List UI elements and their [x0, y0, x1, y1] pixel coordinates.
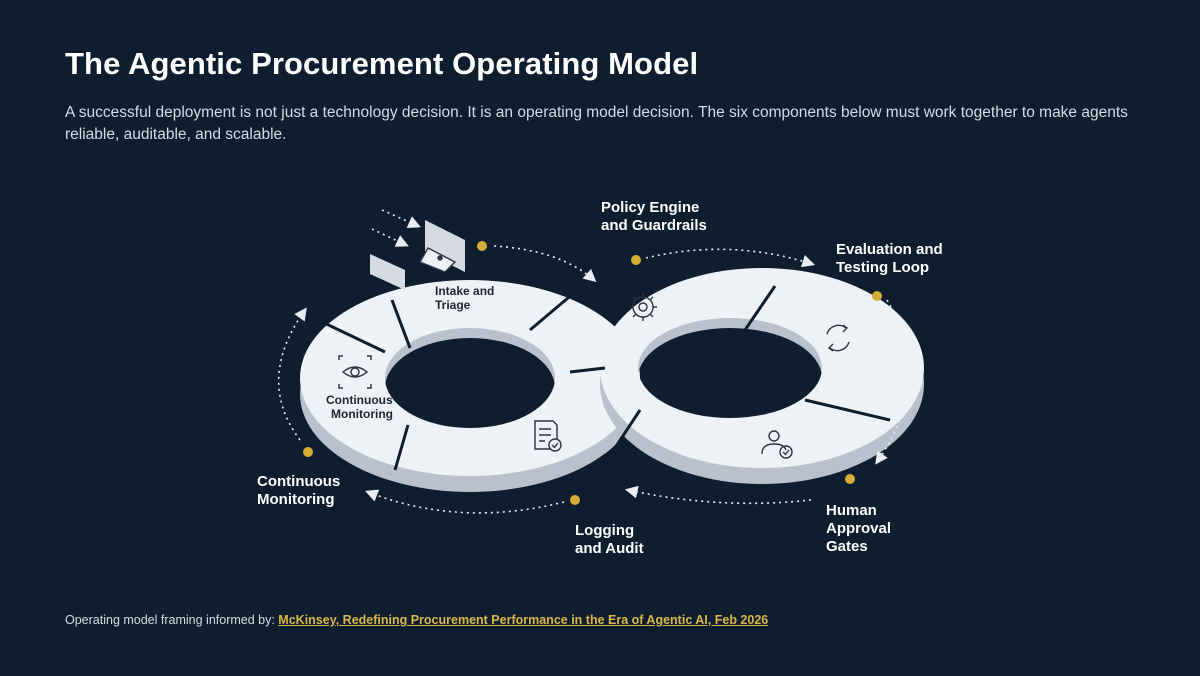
user-check-icon [761, 430, 793, 459]
accent-dot [631, 255, 641, 265]
flow-arrow-logging-monitoring [365, 489, 565, 514]
segment-dividers [317, 285, 891, 471]
document-check-icon [534, 420, 562, 452]
footer-prefix: Operating model framing informed by: [65, 613, 279, 627]
footer-source: Operating model framing informed by: McK… [65, 613, 768, 627]
flow-arrow-intake-in-2 [371, 228, 409, 247]
document-stack-icon [418, 247, 457, 273]
flow-arrow-policy-evaluation [645, 248, 816, 268]
label-policy-engine: Policy Engine and Guardrails [601, 199, 707, 234]
ring-label-intake: Intake and Triage [435, 284, 498, 312]
accent-dot [845, 474, 855, 484]
flow-arrow-intake-policy [493, 245, 597, 283]
accent-dot [872, 291, 882, 301]
gear-icon [629, 293, 657, 321]
label-logging-audit: Logging and Audit [575, 522, 644, 557]
cycle-icon [826, 324, 850, 352]
accent-dot [303, 447, 313, 457]
flow-arrow-evaluation-human [875, 299, 910, 465]
right-ring [600, 268, 924, 484]
accent-dot [477, 241, 487, 251]
accent-dot [570, 495, 580, 505]
flow-arrow-intake-in-1 [381, 209, 421, 228]
page-title: The Agentic Procurement Operating Model [65, 46, 699, 81]
source-link[interactable]: McKinsey, Redefining Procurement Perform… [278, 613, 769, 627]
label-human-approval: Human Approval Gates [826, 502, 892, 555]
flow-arrow-human-logging [624, 485, 812, 505]
ring-label-monitoring: Continuous Monitoring [326, 393, 396, 421]
label-evaluation-loop: Evaluation and Testing Loop [836, 241, 943, 276]
label-continuous-monitoring: Continuous Monitoring [257, 473, 341, 508]
eye-icon [338, 355, 372, 389]
intake-cards [370, 220, 465, 290]
flow-arrow-monitoring-intake [277, 307, 307, 441]
page-subtitle: A successful deployment is not just a te… [65, 104, 1128, 143]
